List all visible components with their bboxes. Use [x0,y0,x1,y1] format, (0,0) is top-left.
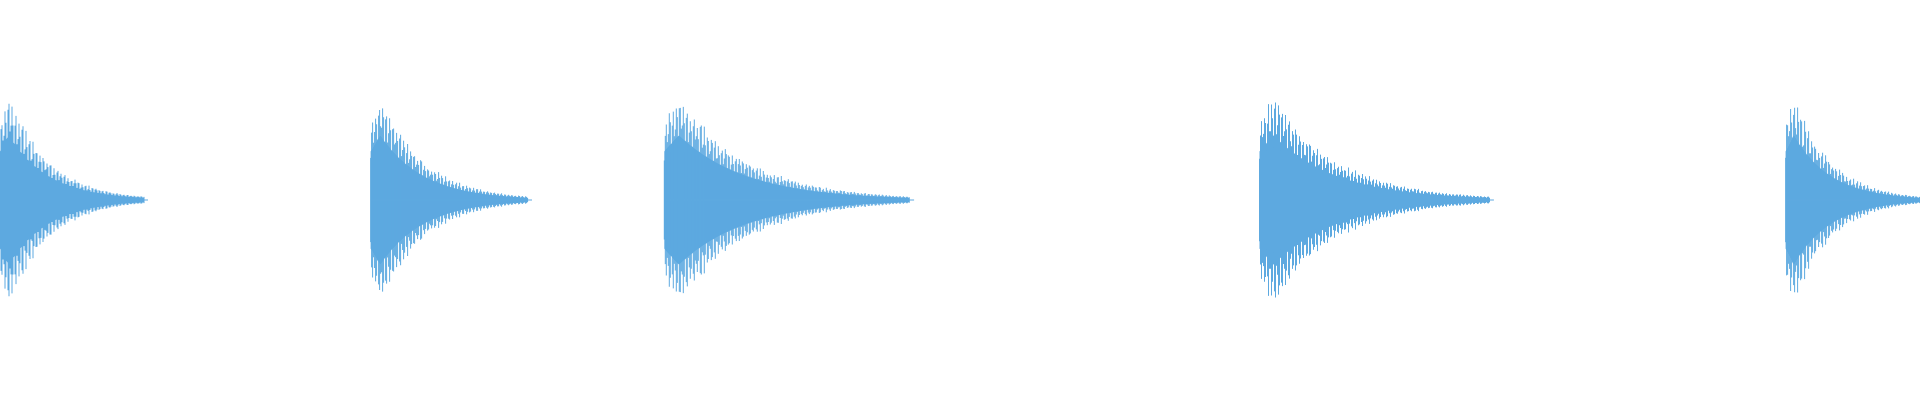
waveform-burst-5 [1785,107,1920,293]
waveform-burst-1 [0,103,148,297]
waveform-burst-3 [663,106,915,294]
waveform-burst-2 [370,108,532,292]
waveform-burst-4 [1259,102,1494,298]
waveform-bursts [0,102,1920,298]
